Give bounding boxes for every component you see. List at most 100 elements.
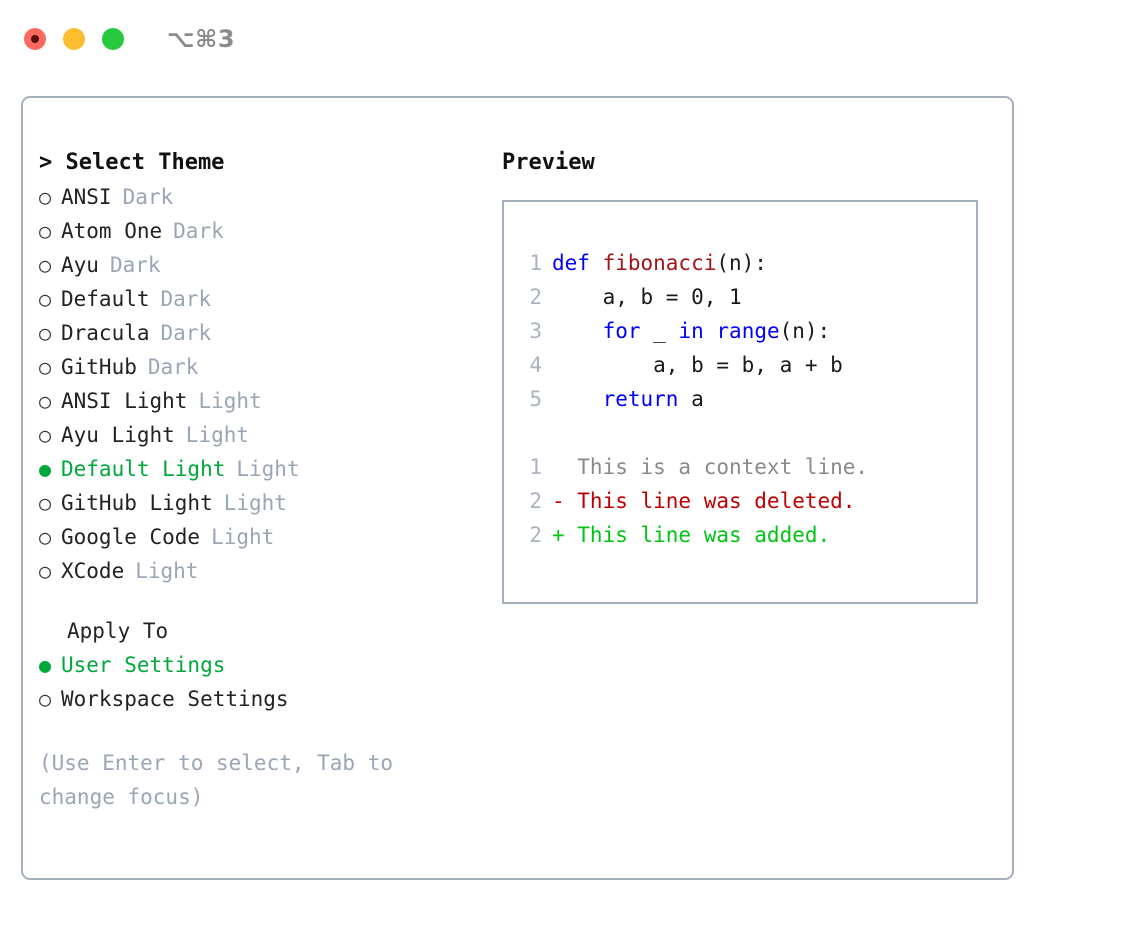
apply-to-option-label: User Settings <box>61 653 226 677</box>
diff-line-number: 1 <box>529 455 542 479</box>
apply-to-option-workspace-settings[interactable]: ○ Workspace Settings <box>39 682 479 716</box>
radio-unselected-icon: ○ <box>39 185 52 209</box>
diff-line-number: 2 <box>529 523 542 547</box>
keyboard-shortcut-label: ⌥⌘3 <box>167 25 236 53</box>
theme-option-variant-tag: Dark <box>160 287 212 311</box>
code-line-number: 4 <box>529 353 542 377</box>
theme-option-label: XCode <box>61 559 125 583</box>
radio-unselected-icon: ○ <box>39 525 52 549</box>
traffic-light-group <box>24 28 124 50</box>
diff-line-del: 2 - This line was deleted. <box>516 484 976 518</box>
theme-option-label: Ayu Light <box>61 423 175 447</box>
theme-option-label: ANSI Light <box>61 389 188 413</box>
radio-unselected-icon: ○ <box>39 253 52 277</box>
code-token-plain <box>704 319 717 343</box>
theme-option-label: Google Code <box>61 525 201 549</box>
minimize-window-button[interactable] <box>63 28 85 50</box>
theme-option-ayu[interactable]: ○ Ayu Dark <box>39 248 479 282</box>
radio-unselected-icon: ○ <box>39 287 52 311</box>
radio-unselected-icon: ○ <box>39 389 52 413</box>
theme-option-ansi[interactable]: ○ ANSI Dark <box>39 180 479 214</box>
close-window-button[interactable] <box>24 28 46 50</box>
code-line-number: 3 <box>529 319 542 343</box>
code-token-plain <box>552 319 603 343</box>
theme-option-variant-tag: Light <box>223 491 287 515</box>
theme-option-default[interactable]: ○ Default Dark <box>39 282 479 316</box>
diff-sample-block: 1 This is a context line. 2 - This line wa… <box>516 450 976 552</box>
diff-line-ctx: 1 This is a context line. <box>516 450 976 484</box>
code-token-plain: a <box>678 387 704 411</box>
theme-option-label: GitHub Light <box>61 491 213 515</box>
code-line-number: 1 <box>529 251 542 275</box>
code-token-plain: a, b = 0, 1 <box>552 285 742 309</box>
code-line-text: for _ in range(n): <box>552 314 831 348</box>
apply-to-option-list: ●User Settings ○ Workspace Settings <box>39 648 479 716</box>
theme-option-atom-one[interactable]: ○ Atom One Dark <box>39 214 479 248</box>
radio-unselected-icon: ○ <box>39 219 52 243</box>
theme-list-title: > Select Theme <box>39 150 225 175</box>
code-token-plain: (n): <box>716 251 767 275</box>
radio-unselected-icon: ○ <box>39 491 52 515</box>
theme-option-label: GitHub <box>61 355 137 379</box>
diff-line-text: This is a context line. <box>552 455 869 479</box>
theme-option-variant-tag: Light <box>211 525 275 549</box>
theme-option-variant-tag: Dark <box>173 219 224 243</box>
radio-selected-icon: ● <box>39 457 52 481</box>
radio-unselected-icon: ○ <box>39 559 52 583</box>
theme-option-label: Ayu <box>61 253 99 277</box>
theme-option-label: Default Light <box>61 457 226 481</box>
theme-option-google-code[interactable]: ○ Google Code Light <box>39 520 479 554</box>
preview-title: Preview <box>502 150 595 175</box>
theme-option-default-light[interactable]: ● Default Light Light <box>39 452 479 486</box>
window-titlebar: ⌥⌘3 <box>0 0 1140 78</box>
code-line: 4 a, b = b, a + b <box>516 348 976 382</box>
code-token-kw: return <box>602 387 679 411</box>
theme-option-ansi-light[interactable]: ○ ANSI Light Light <box>39 384 479 418</box>
theme-option-variant-tag: Light <box>198 389 262 413</box>
diff-line-text: - This line was deleted. <box>552 489 856 513</box>
theme-option-variant-tag: Dark <box>122 185 174 209</box>
code-line: 2 a, b = 0, 1 <box>516 280 976 314</box>
radio-unselected-icon: ○ <box>39 355 52 379</box>
code-token-plain: (n): <box>779 319 831 343</box>
theme-option-variant-tag: Light <box>236 457 300 481</box>
code-line-number: 5 <box>529 387 542 411</box>
maximize-window-button[interactable] <box>102 28 124 50</box>
theme-option-variant-tag: Light <box>135 559 199 583</box>
radio-unselected-icon: ○ <box>39 687 52 711</box>
code-token-kw: for <box>602 319 641 343</box>
theme-option-variant-tag: Dark <box>109 253 161 277</box>
code-token-kw: range <box>716 319 780 343</box>
code-line: 3 for _ in range(n): <box>516 314 976 348</box>
code-line-text: return a <box>552 382 704 416</box>
code-token-kw: def <box>552 251 603 275</box>
theme-option-variant-tag: Dark <box>147 355 199 379</box>
theme-option-label: ANSI <box>61 185 112 209</box>
theme-option-variant-tag: Light <box>185 423 250 447</box>
close-icon <box>31 35 39 43</box>
code-token-kw: in <box>678 319 704 343</box>
code-diff-spacer <box>516 416 976 450</box>
apply-to-option-label: Workspace Settings <box>61 687 289 711</box>
code-token-plain: _ <box>640 319 679 343</box>
theme-option-github-light[interactable]: ○ GitHub Light Light <box>39 486 479 520</box>
theme-option-variant-tag: Dark <box>160 321 212 345</box>
theme-option-label: Atom One <box>61 219 163 243</box>
theme-option-label: Default <box>61 287 150 311</box>
theme-option-github[interactable]: ○ GitHub Dark <box>39 350 479 384</box>
apply-to-option-user-settings[interactable]: ●User Settings <box>39 648 479 682</box>
diff-line-text: + This line was added. <box>552 523 831 547</box>
code-line-number: 2 <box>529 285 542 309</box>
code-line-text: a, b = b, a + b <box>552 348 843 382</box>
diff-line-number: 2 <box>529 489 542 513</box>
theme-option-xcode[interactable]: ○ XCode Light <box>39 554 479 588</box>
code-line: 5 return a <box>516 382 976 416</box>
